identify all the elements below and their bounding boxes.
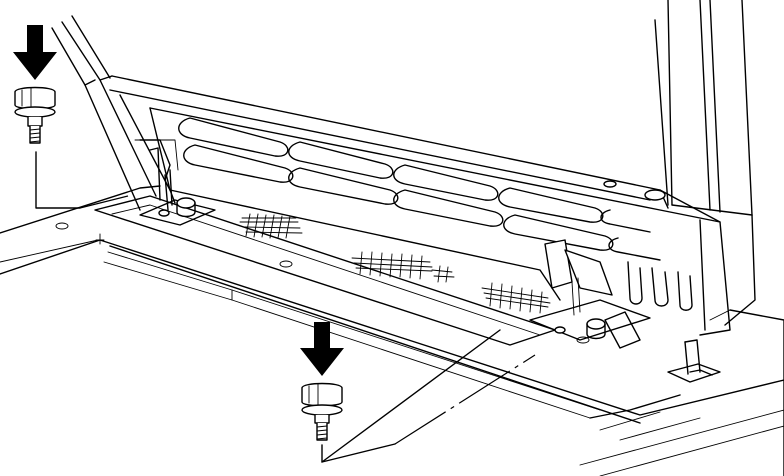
leader-lines xyxy=(35,151,536,463)
machine-body xyxy=(51,0,756,336)
down-arrow-icon xyxy=(300,322,344,376)
thumbscrew-callout-bottom xyxy=(300,322,344,441)
thumbscrew-icon xyxy=(14,86,56,144)
hatch-patch-2 xyxy=(351,251,455,283)
right-mount-bracket xyxy=(529,239,651,349)
thumbscrew-icon xyxy=(301,382,343,441)
hatch-patch-1 xyxy=(239,213,303,239)
locating-pin xyxy=(667,339,721,383)
left-mount-post xyxy=(134,139,216,226)
thumbscrew-callout-left xyxy=(13,25,57,144)
base-plate xyxy=(0,185,784,476)
ventilation-ribs xyxy=(178,117,693,311)
hatch-patch-3 xyxy=(481,282,551,314)
down-arrow-icon xyxy=(13,25,57,80)
